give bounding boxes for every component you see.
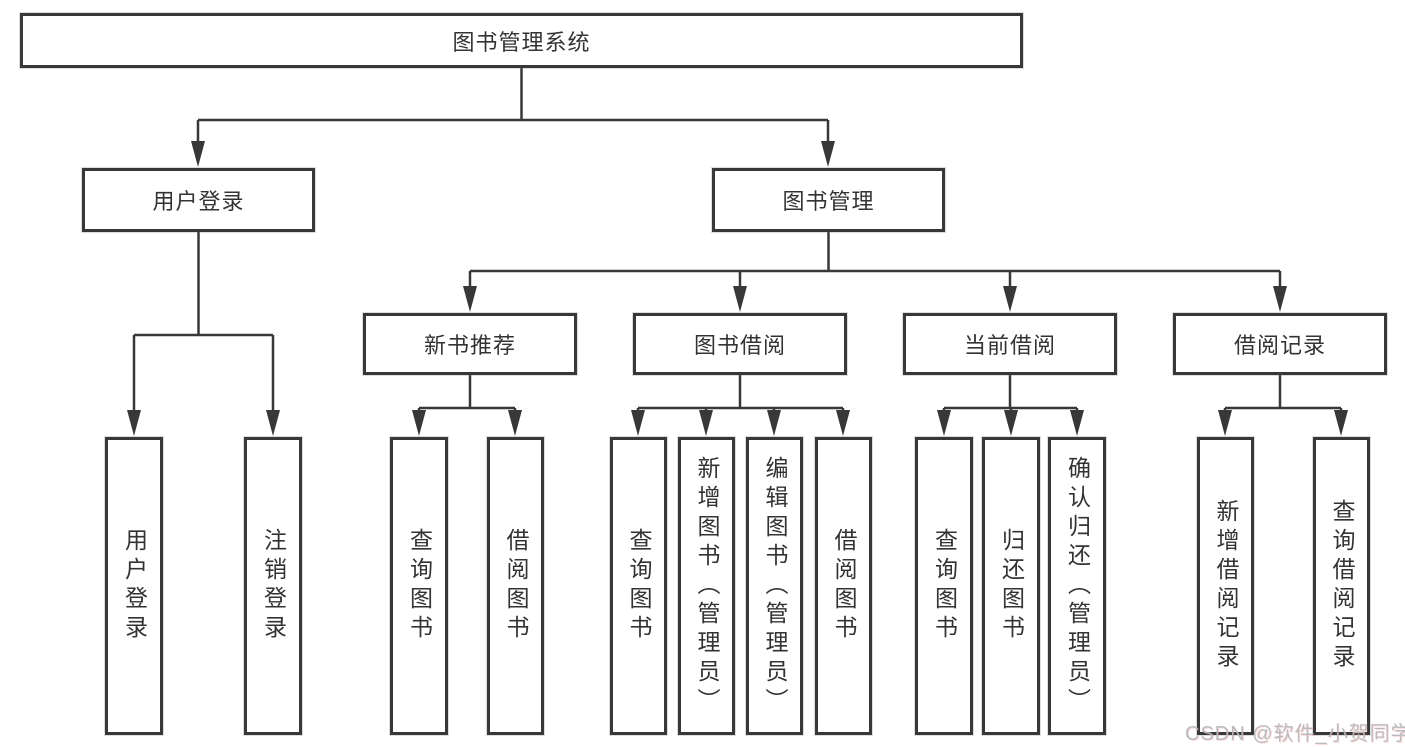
leaf-return-books: 归还图书 [982,437,1040,735]
node-new-book-recommend: 新书推荐 [363,313,577,375]
node-book-management: 图书管理 [712,168,945,232]
leaf-add-borrow-record: 新增借阅记录 [1197,437,1254,735]
leaf-query-books-borrowing: 查询图书 [610,437,667,735]
leaf-borrow-books-recommend: 借阅图书 [487,437,544,735]
node-root-system: 图书管理系统 [20,13,1023,68]
leaf-logout: 注销登录 [244,437,302,735]
leaf-query-borrow-record: 查询借阅记录 [1313,437,1370,735]
leaf-confirm-return-admin: 确认归还（管理员） [1048,437,1106,735]
node-user-login: 用户登录 [82,168,315,232]
leaf-query-books-current: 查询图书 [915,437,973,735]
leaf-user-login: 用户登录 [105,437,163,735]
node-current-borrowing: 当前借阅 [903,313,1117,375]
node-borrowing-records: 借阅记录 [1173,313,1387,375]
leaf-add-books-admin: 新增图书（管理员） [678,437,735,735]
node-book-borrowing: 图书借阅 [633,313,847,375]
leaf-borrow-books-borrowing: 借阅图书 [815,437,872,735]
csdn-watermark: CSDN @软件_小贺同学 [1185,723,1405,745]
leaf-edit-books-admin: 编辑图书（管理员） [746,437,803,735]
arrowheads [127,141,1348,436]
leaf-query-books-recommend: 查询图书 [390,437,448,735]
